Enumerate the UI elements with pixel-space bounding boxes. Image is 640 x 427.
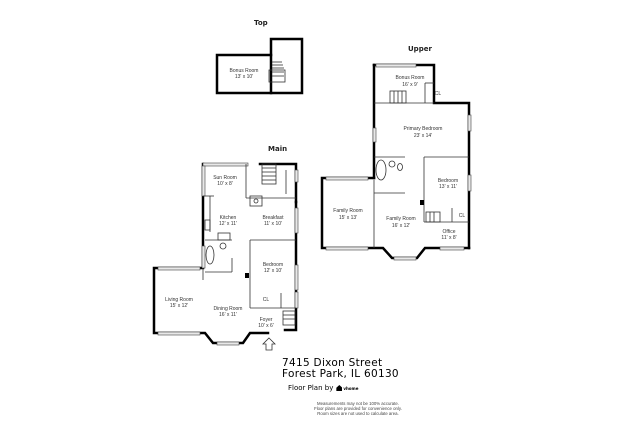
room-name: Family Room xyxy=(386,216,415,222)
stairs-icon xyxy=(261,163,296,326)
disclaimer-line: Room sizes are not used to calculate are… xyxy=(317,411,399,416)
main-floor-plan: Sun Room 10' x 8' Kitchen 12' x 11' Brea… xyxy=(152,162,299,351)
room-name: Bonus Room xyxy=(396,75,425,81)
room-dims: 16' x 12' xyxy=(392,223,410,229)
brand-name: vhome xyxy=(343,385,359,391)
room-dims: 15' x 13' xyxy=(339,215,357,221)
closet-label: CL xyxy=(459,213,466,219)
room-dims: 13' x 10' xyxy=(235,74,253,80)
disclaimer-line: Measurements may not be 100% accurate. xyxy=(317,401,399,406)
top-floor-plan: Bonus Room 13' x 10' xyxy=(215,37,304,95)
room-dims: 23' x 14' xyxy=(414,133,432,139)
room-dims: 11' x 10' xyxy=(264,221,282,227)
byline-label: Floor Plan by xyxy=(288,384,334,392)
room-dims: 12' x 11' xyxy=(219,221,237,227)
room-dims: 10' x 8' xyxy=(217,181,233,187)
room-name: Office xyxy=(443,229,456,235)
room-name: Sun Room xyxy=(213,175,237,181)
floor-title-top: Top xyxy=(254,19,268,27)
room-name: Bonus Room xyxy=(230,68,259,74)
address-line-2: Forest Park, IL 60130 xyxy=(282,368,399,380)
room-name: Foyer xyxy=(260,317,273,323)
disclaimer: Measurements may not be 100% accurate. F… xyxy=(268,401,448,416)
room-dims: 12' x 10' xyxy=(264,268,282,274)
disclaimer-line: Floor plans are provided for convenience… xyxy=(314,406,402,411)
room-dims: 11' x 8' xyxy=(441,235,456,241)
room-name: Family Room xyxy=(333,208,362,214)
stairs-icon xyxy=(389,90,441,223)
room-dims: 15' x 12' xyxy=(170,303,188,309)
room-name: Bedroom xyxy=(263,262,283,268)
room-name: Primary Bedroom xyxy=(404,126,443,132)
address-line-1: 7415 Dixon Street xyxy=(282,357,383,369)
brand-logo: vhome xyxy=(336,385,358,391)
room-name: Breakfast xyxy=(262,215,284,221)
closet-label: CL xyxy=(435,91,442,97)
room-dims: 10' x 6' xyxy=(258,323,274,329)
room-name: Living Room xyxy=(165,297,193,303)
room-dims: 16' x 9' xyxy=(402,82,418,88)
property-address: 7415 Dixon Street Forest Park, IL 60130 xyxy=(282,358,399,380)
room-name: Bedroom xyxy=(438,178,458,184)
floor-plan-byline: Floor Plan by vhome xyxy=(288,384,358,392)
room-dims: 13' x 11' xyxy=(439,184,457,190)
stairs-icon xyxy=(268,61,286,83)
room-name: Dining Room xyxy=(214,306,243,312)
entry-arrow-icon xyxy=(262,337,276,351)
room-dims: 16' x 11' xyxy=(219,312,237,318)
house-logo-icon xyxy=(336,385,343,391)
closet-label: CL xyxy=(263,297,270,303)
room-name: Kitchen xyxy=(220,215,237,221)
floor-title-main: Main xyxy=(268,145,288,153)
floor-title-upper: Upper xyxy=(408,45,432,53)
upper-floor-plan: Bonus Room 16' x 9' CL Primary Bedroom 2… xyxy=(320,63,472,261)
